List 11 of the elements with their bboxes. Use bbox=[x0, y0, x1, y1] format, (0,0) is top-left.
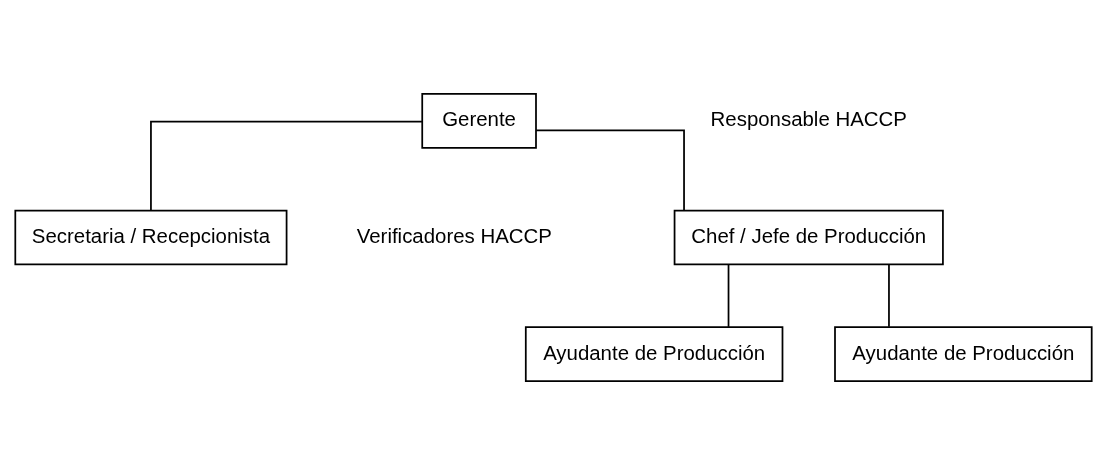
node-box: Ayudante de Producción bbox=[834, 326, 1093, 383]
node-box: Gerente bbox=[421, 92, 537, 149]
label: Responsable HACCP bbox=[710, 108, 907, 131]
node-box: Chef / Jefe de Producción bbox=[673, 209, 944, 266]
connector bbox=[888, 263, 890, 328]
connector bbox=[727, 263, 730, 328]
node-box: Secretaria / Recepcionista bbox=[14, 209, 288, 266]
connector bbox=[535, 129, 685, 212]
label: Verificadores HACCP bbox=[356, 224, 552, 247]
node-box: Ayudante de Producción bbox=[524, 326, 784, 383]
connector bbox=[150, 120, 423, 211]
